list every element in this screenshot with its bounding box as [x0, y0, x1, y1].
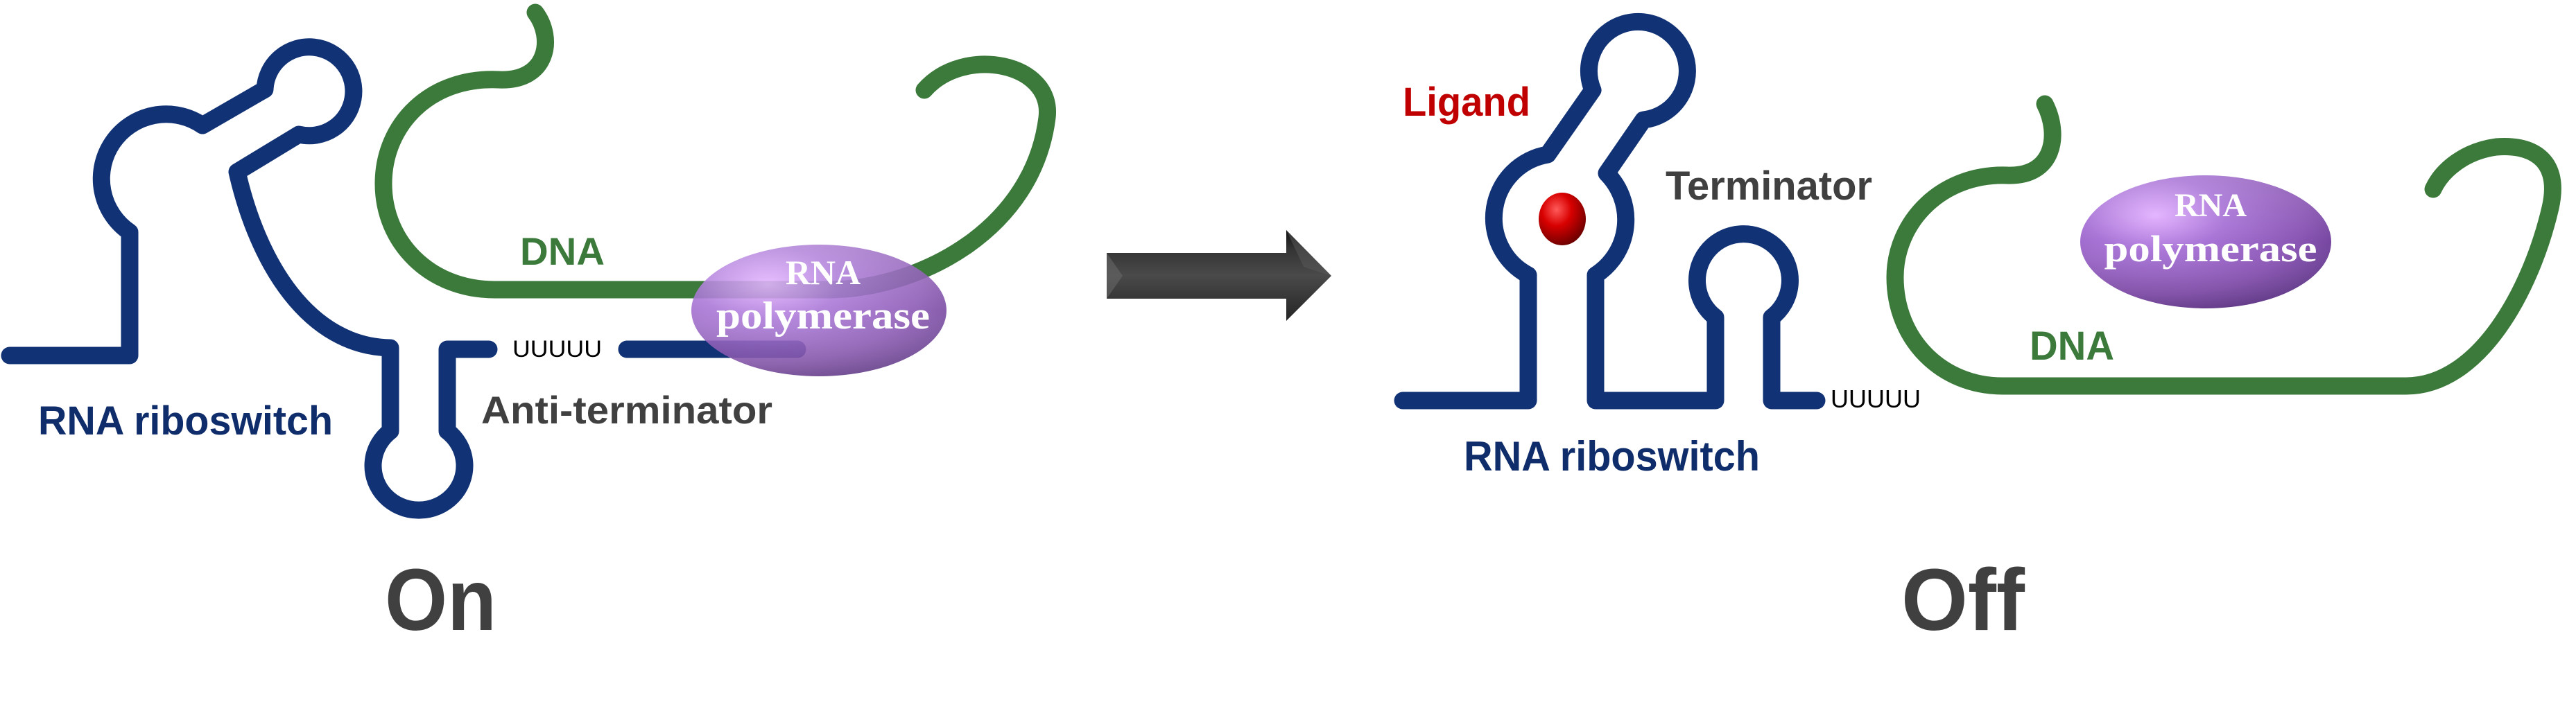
off-state-label: Off [1901, 551, 2025, 649]
off-polymerase-label-line1: RNA [2175, 187, 2247, 224]
on-dna-label: DNA [520, 229, 605, 273]
ligand-label: Ligand [1403, 80, 1530, 125]
off-dna-label: DNA [2030, 324, 2114, 369]
on-riboswitch-strand [1, 38, 498, 519]
off-riboswitch-strand [1394, 12, 1826, 410]
off-polymerase-label-line2: polymerase [2104, 228, 2317, 270]
off-riboswitch-label: RNA riboswitch [1464, 433, 1760, 480]
on-poly-u-label: UUUUU [512, 336, 602, 362]
terminator-label: Terminator [1666, 164, 1872, 209]
on-polymerase-label-line2: polymerase [716, 295, 930, 337]
right-arrow-icon [1107, 230, 1331, 321]
on-polymerase-label-line1: RNA [786, 253, 861, 292]
off-dna-strand [1886, 95, 2561, 395]
ligand-molecule-icon [1539, 193, 1586, 245]
off-state-panel: RNA polymerase Ligand Terminator UUUUU R… [1394, 12, 2561, 649]
on-state-label: On [385, 551, 496, 649]
off-rna-polymerase: RNA polymerase [2080, 175, 2331, 308]
on-riboswitch-label: RNA riboswitch [38, 398, 333, 444]
off-poly-u-label: UUUUU [1831, 385, 1921, 413]
on-rna-polymerase: RNA polymerase [691, 245, 946, 376]
on-dna-strand [374, 3, 1056, 299]
on-state-panel: RNA polymerase DNA UUUUU Anti-terminator… [1, 3, 1056, 649]
anti-terminator-label: Anti-terminator [481, 388, 772, 432]
